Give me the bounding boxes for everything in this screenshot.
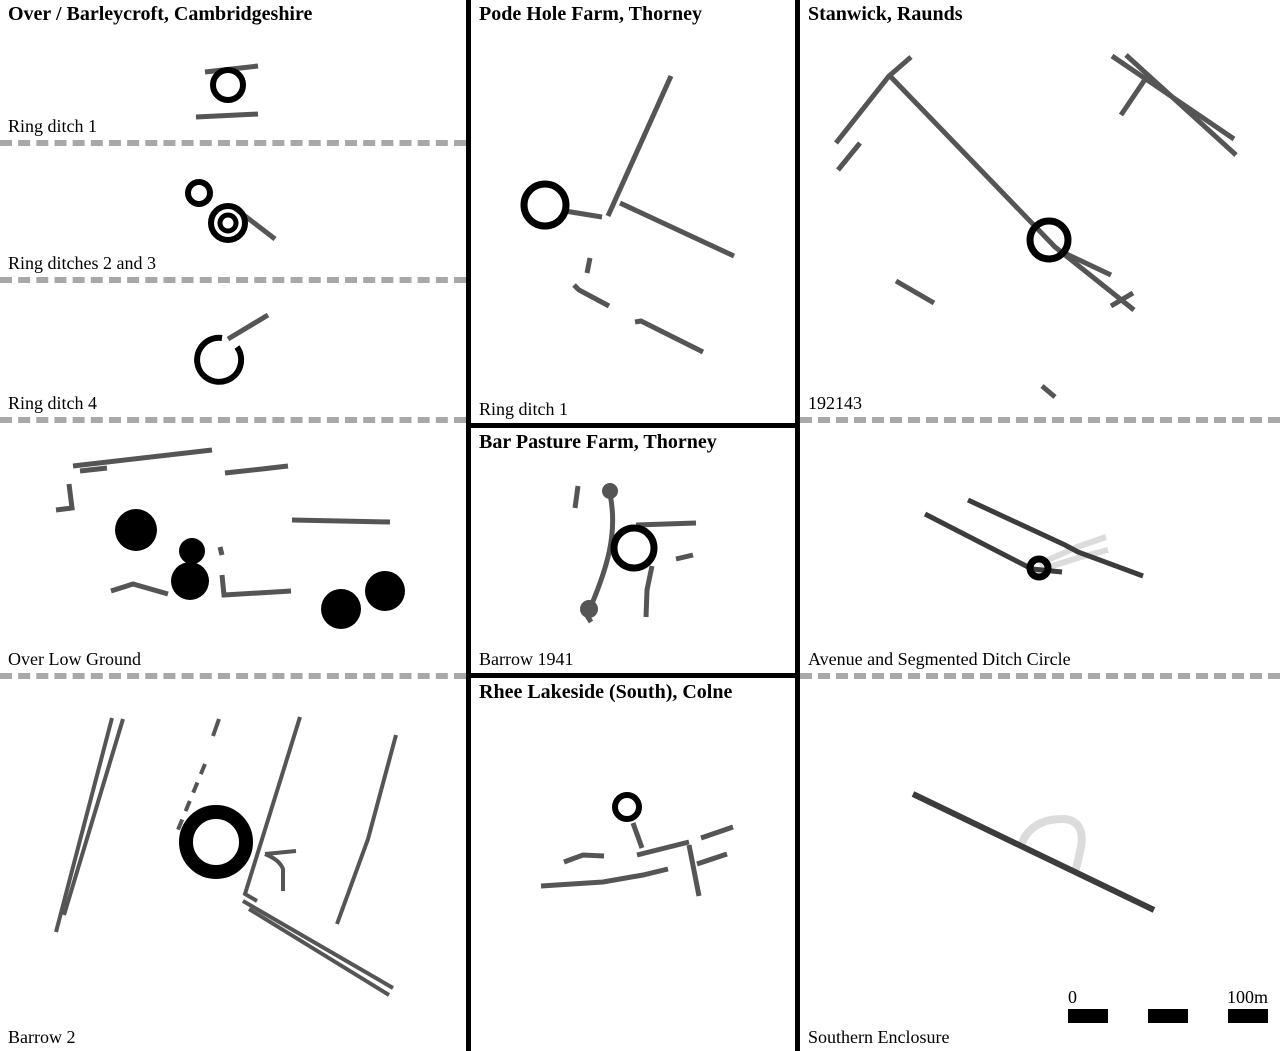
- panel-title: Over / Barleycroft, Cambridgeshire: [8, 3, 313, 25]
- pit-node-south: [580, 600, 598, 618]
- plan-drawing-over-ring-ditch-4: [194, 312, 270, 385]
- panel-caption: Ring ditch 1: [8, 116, 97, 136]
- panel-over-low-ground: Over Low Ground: [0, 423, 466, 673]
- plan-drawing-rhee-lakeside-south: [540, 822, 734, 897]
- panel-caption: Ring ditch 4: [8, 393, 97, 413]
- panel-caption: Southern Enclosure: [808, 1027, 950, 1047]
- panel-over-ring-ditches-2-3: Ring ditches 2 and 3: [0, 146, 466, 277]
- scale-bar-label-left: 0: [1068, 987, 1077, 1007]
- plan-drawing-over-low-ground: [55, 447, 405, 629]
- ring-ditch-circle: [1026, 217, 1072, 263]
- barrow-mounds: [115, 509, 405, 629]
- panel-over-ring-ditch-1: Over / Barleycroft, Cambridgeshire Ring …: [0, 0, 466, 140]
- panel-divider-right-1: [800, 417, 1280, 423]
- centre-divider-1: [466, 423, 800, 428]
- plan-drawing-pode-hole-farm: [520, 74, 736, 355]
- ring-ditch-arc: [194, 334, 245, 385]
- panel-stanwick-avenue: Avenue and Segmented Ditch Circle: [800, 423, 1280, 673]
- plan-drawing-stanwick-raunds: [834, 53, 1238, 399]
- panel-title: Bar Pasture Farm, Thorney: [479, 431, 717, 453]
- panel-over-barrow-2: Barrow 2: [0, 679, 466, 1051]
- ring-ditch-circle-outer: [208, 203, 248, 243]
- segmented-ditch-circle: [1026, 555, 1052, 581]
- centre-column-left-border: [466, 0, 471, 1051]
- plan-drawing-bar-pasture-farm: [572, 483, 697, 624]
- scale-bar-label-right: 100m: [1226, 987, 1268, 1007]
- panel-divider-left-3: [0, 417, 466, 423]
- panel-caption: Over Low Ground: [8, 649, 141, 669]
- barrow-ring-ditch: [179, 805, 253, 879]
- panel-divider-left-4: [0, 673, 466, 679]
- panel-divider-left-1: [0, 140, 466, 146]
- panel-title: Rhee Lakeside (South), Colne: [479, 681, 733, 703]
- plan-drawing-over-ring-ditches-2-3: [185, 179, 277, 243]
- panel-caption: Ring ditch 1: [479, 399, 568, 419]
- panel-stanwick-raunds: Stanwick, Raunds: [800, 0, 1280, 417]
- ring-ditch-circle: [210, 67, 246, 103]
- enclosure-outline-light: [1018, 814, 1086, 873]
- plan-ring-overlay-rhee: [612, 792, 642, 822]
- panel-caption: Ring ditches 2 and 3: [8, 253, 156, 273]
- panel-caption: Avenue and Segmented Ditch Circle: [808, 649, 1071, 669]
- enclosure-boundary-ditch: [911, 791, 1156, 913]
- panel-caption: 192143: [808, 393, 862, 413]
- plan-drawing-stanwick-southern-enclosure: [911, 791, 1156, 913]
- scale-bar-segment: [1188, 1009, 1228, 1023]
- dashed-ditch-segment: [173, 763, 207, 838]
- panel-bar-pasture-farm: Bar Pasture Farm, Thorney Barrow 1941: [471, 428, 795, 673]
- panel-pode-hole-farm: Pode Hole Farm, Thorney Ring ditch 1: [471, 0, 795, 423]
- panel-divider-right-2: [800, 673, 1280, 679]
- ring-ditch-circle: [185, 179, 213, 207]
- ring-ditch-circle-inner: [217, 212, 239, 234]
- panel-over-ring-ditch-4: Ring ditch 4: [0, 283, 466, 417]
- panel-stanwick-southern-enclosure: Southern Enclosure 0 100m: [800, 679, 1280, 1051]
- scale-bar-track: [1068, 1009, 1268, 1023]
- centre-divider-2: [466, 673, 800, 678]
- plan-drawing-stanwick-avenue: [923, 497, 1144, 581]
- panel-title: Stanwick, Raunds: [808, 3, 963, 25]
- barrow-ring-ditch: [610, 524, 658, 572]
- scale-bar-segment: [1228, 1009, 1268, 1023]
- centre-column-right-border: [795, 0, 800, 1051]
- ring-ditch-circle: [612, 792, 642, 822]
- panel-caption: Barrow 2: [8, 1027, 76, 1047]
- scale-bar-segment: [1108, 1009, 1148, 1023]
- panel-divider-left-2: [0, 277, 466, 283]
- pit-node-north: [602, 483, 618, 499]
- scale-bar-segment: [1068, 1009, 1108, 1023]
- panel-title: Pode Hole Farm, Thorney: [479, 3, 702, 25]
- panel-rhee-lakeside-south: Rhee Lakeside (South), Colne: [471, 678, 795, 1051]
- panel-caption: Barrow 1941: [479, 649, 574, 669]
- ring-ditch-circle: [520, 180, 570, 230]
- plan-drawing-over-ring-ditch-1: [195, 63, 259, 120]
- plan-drawing-over-barrow-2: [54, 716, 398, 997]
- scale-bar: 0 100m: [1068, 987, 1268, 1027]
- scale-bar-segment: [1148, 1009, 1188, 1023]
